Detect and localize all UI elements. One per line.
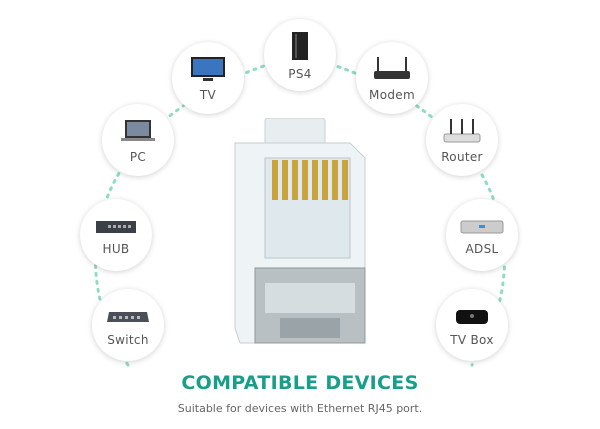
device-label: Switch bbox=[107, 332, 149, 347]
device-tv-box: TV Box bbox=[436, 289, 508, 361]
device-modem: Modem bbox=[356, 42, 428, 114]
device-pc: PC bbox=[102, 104, 174, 176]
device-label: PS4 bbox=[288, 66, 312, 81]
device-label: TV bbox=[199, 87, 217, 102]
section-subtitle: Suitable for devices with Ethernet RJ45 … bbox=[177, 402, 423, 415]
ps4-console-icon bbox=[292, 31, 308, 60]
tv-box-icon bbox=[456, 309, 488, 324]
device-label: PC bbox=[129, 149, 147, 164]
device-label: ADSL bbox=[465, 241, 499, 256]
device-label: Router bbox=[441, 149, 483, 164]
device-ps4: PS4 bbox=[264, 19, 336, 91]
modem-icon bbox=[374, 56, 410, 79]
section-title: COMPATIBLE DEVICES bbox=[181, 372, 419, 394]
device-label: TV Box bbox=[450, 332, 494, 347]
hub-icon bbox=[96, 220, 136, 233]
adsl-box-icon bbox=[460, 220, 504, 233]
switch-icon bbox=[107, 311, 149, 322]
rj45-connector-image bbox=[234, 118, 366, 344]
device-switch: Switch bbox=[92, 289, 164, 361]
laptop-icon bbox=[121, 119, 155, 141]
device-tv: TV bbox=[172, 42, 244, 114]
tv-icon bbox=[191, 56, 225, 81]
device-router: Router bbox=[426, 104, 498, 176]
device-label: Modem bbox=[369, 87, 415, 102]
device-adsl: ADSL bbox=[446, 199, 518, 271]
device-label: HUB bbox=[102, 241, 130, 256]
router-icon bbox=[443, 118, 481, 142]
device-hub: HUB bbox=[80, 199, 152, 271]
